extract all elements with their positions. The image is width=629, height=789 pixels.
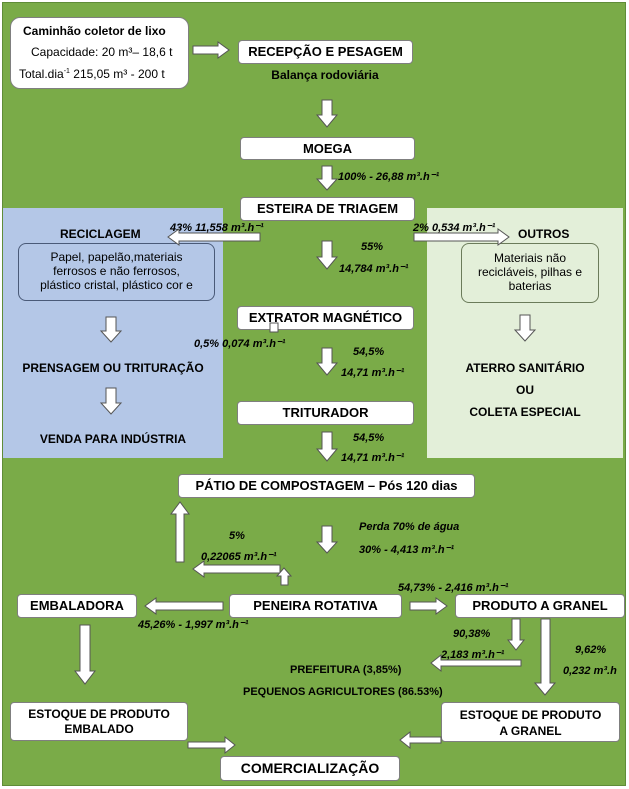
reception-box: RECEPÇÃO E PESAGEM — [238, 40, 413, 64]
arrow-triturador-to-patio — [315, 431, 339, 462]
comercializacao-box: COMERCIALIZAÇÃO — [220, 756, 400, 781]
recycling-step-press: PRENSAGEM OU TRITURAÇÃO — [22, 361, 204, 375]
arrow-press-to-sale — [99, 387, 123, 415]
agricultores-label: PEQUENOS AGRICULTORES (86.53%) — [243, 686, 443, 698]
extrator-box: EXTRATOR MAGNÉTICO — [237, 306, 414, 330]
arrow-esteira-to-extrator — [315, 240, 339, 270]
truck-total: Total.dia-1 215,05 m³ - 200 t — [19, 67, 165, 81]
esteira-box: ESTEIRA DE TRIAGEM — [240, 197, 415, 221]
recycling-material-line: plástico cristal, plástico cor e — [40, 278, 193, 292]
embaladora-box: EMBALADORA — [17, 594, 137, 618]
recycling-material-line: Papel, papelão,materiais — [50, 250, 183, 264]
patio-box: PÁTIO DE COMPOSTAGEM – Pós 120 dias — [178, 474, 475, 498]
arrow-estoque-granel-to-comercializacao — [399, 730, 442, 750]
truck-box: Caminhão coletor de lixo Capacidade: 20 … — [10, 17, 189, 89]
truck-capacity: Capacidade: 20 m³– 18,6 t — [31, 45, 173, 59]
flow-esteira-value: 14,784 m³.h⁻¹ — [339, 263, 409, 275]
recycling-step-sale: VENDA PARA INDÚSTRIA — [39, 432, 187, 446]
others-material-line: Materiais não — [493, 251, 567, 265]
arrow-peneira-to-embaladora — [144, 597, 224, 615]
flow-patio-loss: Perda 70% de água — [359, 521, 460, 533]
flow-granel-label: 54,73% - 2,416 m³.h⁻¹ — [398, 582, 509, 594]
estoque-embalado-line: ESTOQUE DE PRODUTO — [28, 707, 170, 721]
flow-patio-value: 30% - 4,413 m³.h⁻¹ — [359, 544, 455, 556]
flow-recycling-label: 43% 11,558 m³.h⁻¹ — [170, 222, 264, 234]
flow-others-label: 2% 0,534 m³.h⁻¹ — [413, 222, 496, 234]
others-dest-special: COLETA ESPECIAL — [469, 405, 581, 419]
arrow-reception-to-moega — [315, 99, 339, 128]
flow-triturador-pct: 54,5% — [353, 432, 385, 444]
others-dest-landfill: ATERRO SANITÁRIO — [465, 361, 585, 375]
arrow-return-left — [192, 560, 281, 578]
recycling-materials-box: Papel, papelão,materiais ferrosos e não … — [18, 243, 215, 301]
flow-pref-pct: 90,38% — [453, 628, 491, 640]
arrow-return-up — [170, 501, 190, 563]
arrow-embalado-to-comercializacao — [187, 735, 236, 755]
estoque-granel-box: ESTOQUE DE PRODUTO A GRANEL — [441, 702, 620, 742]
flow-est-granel-value: 0,232 m³.h — [563, 665, 617, 677]
arrow-others-to-landfill — [513, 314, 537, 342]
estoque-embalado-line: EMBALADO — [64, 722, 134, 736]
others-dest-or: OU — [516, 383, 534, 397]
arrow-esteira-to-recycling — [167, 228, 261, 246]
flow-return-pct: 5% — [229, 530, 245, 542]
arrow-patio-to-peneira — [315, 525, 339, 554]
others-materials-box: Materiais não recicláveis, pilhas e bate… — [461, 243, 599, 303]
others-title: OUTROS — [518, 227, 570, 241]
arrow-esteira-to-others — [413, 228, 510, 246]
arrow-peneira-to-granel — [409, 597, 448, 615]
flow-pref-value: 2,183 m³.h⁻¹ — [441, 649, 505, 661]
flow-extrator-out-label: 0,5% 0,074 m³.h⁻¹ — [194, 338, 286, 350]
flow-esteira-pct: 55% — [361, 241, 384, 253]
recycling-material-line: ferrosos e não ferrosos, — [53, 264, 180, 278]
truck-title: Caminhão coletor de lixo — [23, 24, 166, 38]
flow-est-granel-pct: 9,62% — [575, 644, 607, 656]
reception-subtitle: Balança rodoviária — [271, 68, 379, 82]
others-material-line: recicláveis, pilhas e — [477, 265, 583, 279]
flow-extrator-value: 14,71 m³.h⁻¹ — [341, 367, 405, 379]
triturador-box: TRITURADOR — [237, 401, 414, 425]
arrow-granel-to-pref — [506, 618, 526, 651]
estoque-granel-line: ESTOQUE DE PRODUTO — [459, 708, 602, 722]
granel-box: PRODUTO A GRANEL — [455, 594, 625, 618]
moega-box: MOEGA — [240, 137, 415, 160]
arrow-extrator-to-triturador — [315, 347, 339, 376]
arrow-embaladora-to-estoque — [73, 624, 97, 685]
arrow-granel-to-prefeitura — [430, 653, 522, 673]
others-material-line: baterias — [508, 279, 552, 293]
arrow-peneira-up — [275, 567, 293, 586]
flow-triturador-value: 14,71 m³.h⁻¹ — [341, 452, 405, 464]
arrow-extrator-out — [269, 322, 279, 333]
flow-extrator-pct: 54,5% — [353, 346, 385, 358]
arrow-recycling-to-press — [99, 316, 123, 343]
estoque-granel-line: A GRANEL — [499, 724, 562, 738]
recycling-title: RECICLAGEM — [60, 227, 141, 241]
flow-moega-label: 100% - 26,88 m³.h⁻¹ — [338, 171, 440, 183]
arrow-granel-to-estoque — [533, 618, 557, 696]
peneira-box: PENEIRA ROTATIVA — [229, 594, 402, 618]
arrow-moega-to-esteira — [315, 165, 339, 191]
estoque-embalado-box: ESTOQUE DE PRODUTO EMBALADO — [10, 702, 188, 741]
prefeitura-label: PREFEITURA (3,85%) — [290, 664, 402, 676]
flow-embaladora-label: 45,26% - 1,997 m³.h⁻¹ — [138, 619, 249, 631]
flow-return-value: 0,22065 m³.h⁻¹ — [201, 551, 277, 563]
arrow-truck-to-reception — [192, 41, 230, 59]
